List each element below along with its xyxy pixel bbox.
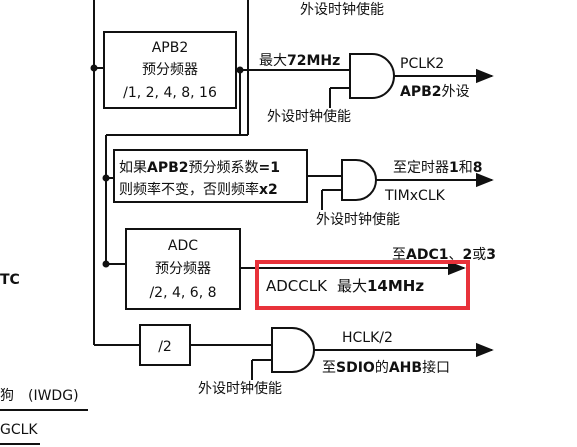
apb2-prescaler-box bbox=[103, 31, 237, 109]
timer-mult-line1: 如果APB2预分频系数=1 bbox=[119, 160, 280, 176]
pclk2-label: PCLK2 bbox=[400, 56, 444, 72]
tc-fragment: TC bbox=[0, 272, 20, 288]
sdio-dest-label: 至SDIO的AHB接口 bbox=[322, 359, 450, 376]
hclk2-label: HCLK/2 bbox=[342, 330, 393, 346]
apb2-enable-label: 外设时钟使能 bbox=[267, 108, 351, 125]
adc-prescaler-title: ADC bbox=[168, 238, 198, 254]
adcclk-highlight-box bbox=[255, 260, 470, 310]
apb2-periph-label: APB2外设 bbox=[400, 84, 470, 100]
timer-mult-line2: 则频率不变，否则频率x2 bbox=[119, 181, 278, 198]
sdio-enable-label: 外设时钟使能 bbox=[198, 380, 282, 397]
apb2-prescaler-title: APB2 bbox=[152, 40, 189, 56]
apb2-max-label: 最大72MHz bbox=[259, 53, 340, 69]
timer-and-gate bbox=[341, 159, 377, 201]
apb2-prescaler-name: 预分频器 bbox=[142, 62, 198, 78]
top-enable-label: 外设时钟使能 bbox=[300, 1, 384, 18]
timer-dest-label: 至定时器1和8 bbox=[393, 160, 483, 176]
adc-prescaler-options: /2, 4, 6, 8 bbox=[149, 285, 216, 301]
timxclk-label: TIMxCLK bbox=[384, 188, 446, 204]
apb2-prescaler-options: /1, 2, 4, 8, 16 bbox=[123, 85, 217, 101]
iwdg-fragment: 狗(IWDG) bbox=[0, 388, 79, 404]
adc-dest-label: 至ADC1、2或3 bbox=[392, 247, 496, 263]
timer-enable-label: 外设时钟使能 bbox=[316, 211, 400, 228]
sdio-divider-label: /2 bbox=[158, 339, 172, 355]
adc-prescaler-name: 预分频器 bbox=[155, 261, 211, 277]
apb2-and-gate bbox=[349, 53, 395, 99]
sdio-and-gate bbox=[271, 327, 315, 373]
gclk-fragment: GCLK bbox=[0, 422, 38, 438]
sdio-divider-box bbox=[139, 324, 191, 366]
